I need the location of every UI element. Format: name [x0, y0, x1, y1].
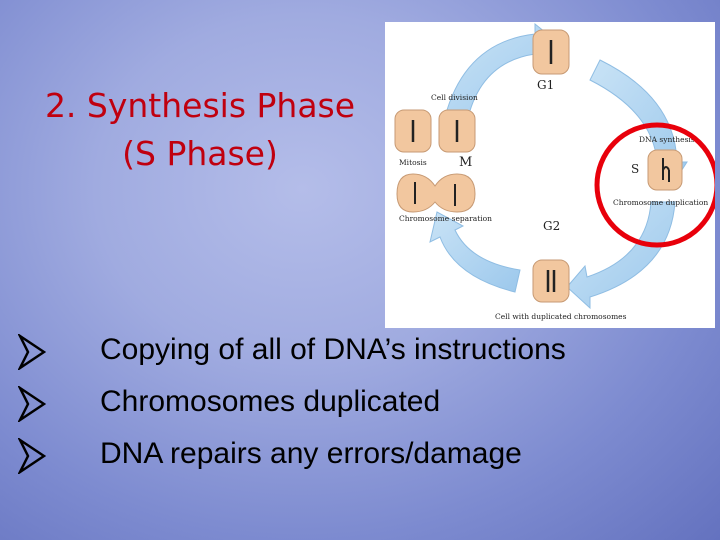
bullet-text: Chromosomes duplicated	[100, 385, 440, 419]
bullet-text: DNA repairs any errors/damage	[100, 437, 522, 471]
title-line-2: (S Phase)	[0, 130, 400, 178]
bullet-text: Copying of all of DNA’s instructions	[100, 333, 566, 367]
title-line-1: 2. Synthesis Phase	[0, 82, 400, 130]
cell-division-label: Cell division	[431, 93, 478, 102]
cell-cycle-diagram: G1 Cell division Mitosis M Chromosome se…	[385, 22, 715, 328]
arrow-bullet-icon	[18, 438, 46, 474]
cell-cycle-svg: G1 Cell division Mitosis M Chromosome se…	[385, 22, 715, 328]
bullet-item: Chromosomes duplicated	[18, 382, 718, 434]
dividing-cell	[397, 174, 475, 212]
bullet-item: Copying of all of DNA’s instructions	[18, 330, 718, 382]
cycle-arrow-bottom-left	[430, 212, 520, 292]
s-cell	[648, 150, 682, 190]
g2-cell	[533, 260, 569, 302]
dna-synthesis-label: DNA synthesis	[639, 135, 695, 144]
cycle-arrow-bottom-right	[567, 202, 675, 308]
mitosis-label: Mitosis	[399, 158, 427, 167]
g2-label: G2	[543, 219, 560, 233]
s-label: S	[631, 162, 639, 176]
arrow-bullet-icon	[18, 386, 46, 422]
bullet-list: Copying of all of DNA’s instructions Chr…	[18, 330, 718, 486]
cell-with-duplicated-chromosomes-label: Cell with duplicated chromosomes	[495, 312, 627, 321]
arrow-bullet-icon	[18, 334, 46, 370]
bullet-item: DNA repairs any errors/damage	[18, 434, 718, 486]
chromosome-separation-label: Chromosome separation	[399, 214, 492, 223]
chromosome-duplication-label: Chromosome duplication	[613, 198, 708, 207]
m-label: M	[459, 155, 472, 170]
g1-label: G1	[537, 78, 554, 92]
slide-title: 2. Synthesis Phase (S Phase)	[0, 82, 400, 178]
